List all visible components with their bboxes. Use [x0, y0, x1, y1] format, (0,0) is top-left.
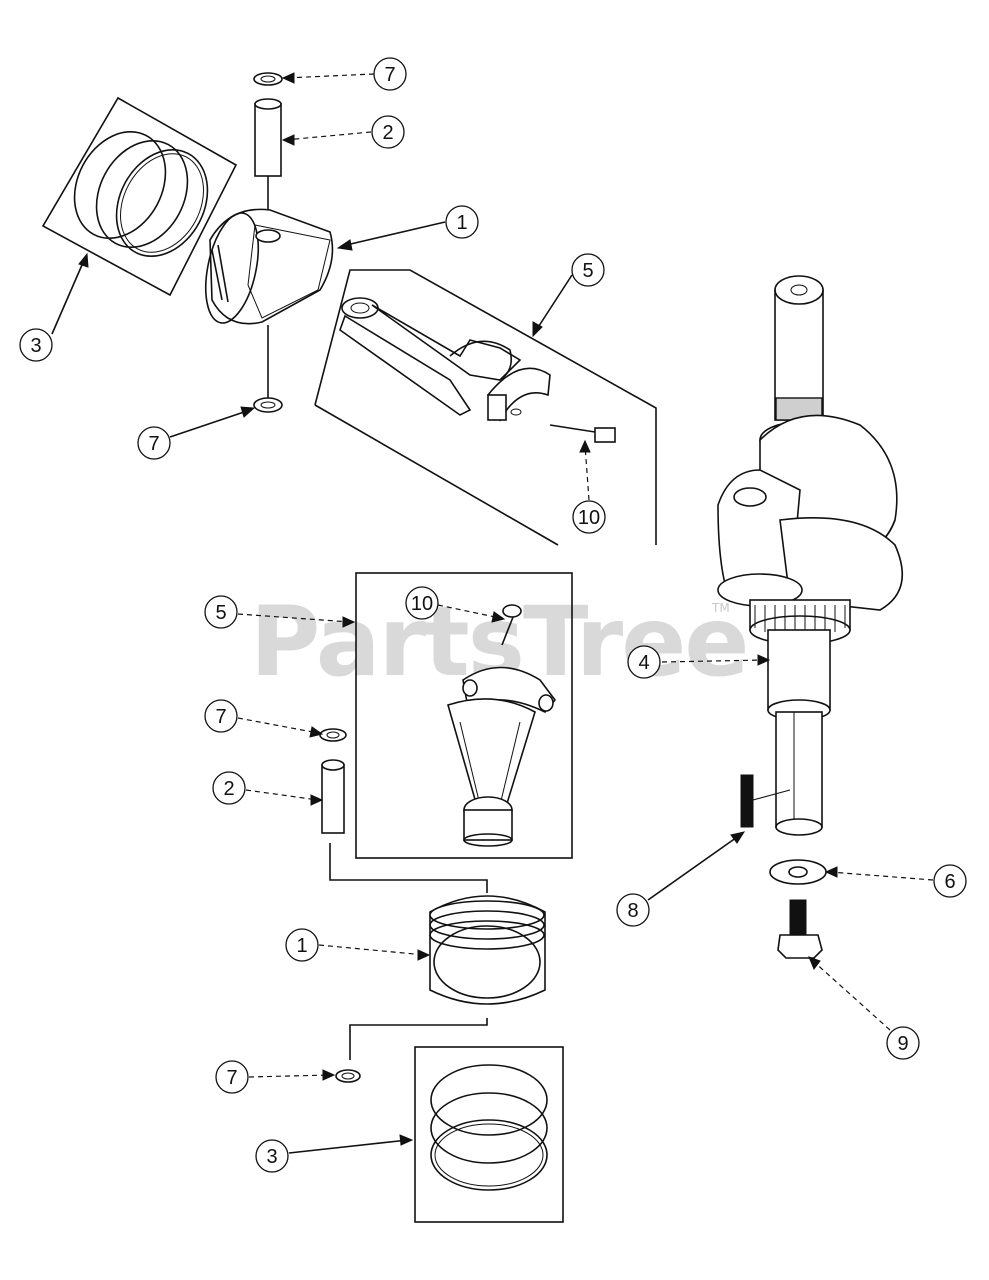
callout-10[interactable]: 10 — [405, 586, 439, 620]
piston-pin-clip-top[interactable] — [253, 72, 283, 86]
callout-1[interactable]: 1 — [285, 928, 319, 962]
callout-number: 10 — [578, 507, 600, 529]
piston-bottom[interactable] — [349, 895, 546, 1060]
callout-number: 8 — [627, 900, 638, 922]
callout-7[interactable]: 7 — [215, 1060, 249, 1094]
callout-circle — [571, 253, 605, 287]
callout-circle — [285, 928, 319, 962]
callout-6[interactable]: 6 — [933, 864, 967, 898]
piston-top[interactable] — [197, 208, 334, 398]
callout-7[interactable]: 7 — [137, 426, 171, 460]
callout-number: 2 — [382, 122, 393, 144]
callout-circle — [405, 586, 439, 620]
callout-number: 2 — [223, 778, 234, 800]
connecting-rod-assembly-bottom[interactable] — [355, 572, 573, 859]
callout-layer: 7 2 1 5 3 7 10 5 10 4 7 2 6 8 1 9 7 3 — [19, 57, 967, 1173]
piston-pin-top[interactable] — [254, 98, 282, 225]
piston-ring-set-top[interactable] — [41, 96, 238, 297]
leader-lines — [51, 72, 934, 1154]
callout-number: 7 — [215, 706, 226, 728]
piston-pin-clip-lower[interactable] — [253, 397, 283, 413]
callout-circle — [255, 1139, 289, 1173]
callout-1[interactable]: 1 — [445, 205, 479, 239]
callout-circle — [627, 645, 661, 679]
callout-9[interactable]: 9 — [886, 1026, 920, 1060]
callout-circle — [204, 595, 238, 629]
callout-number: 4 — [638, 652, 649, 674]
callout-circle — [371, 115, 405, 149]
callout-number: 6 — [944, 871, 955, 893]
callout-number: 5 — [582, 260, 593, 282]
callout-2[interactable]: 2 — [212, 771, 246, 805]
piston-ring-set-bottom[interactable] — [414, 1046, 564, 1223]
piston-pin-clip-bottom[interactable] — [335, 1069, 361, 1083]
callout-number: 1 — [456, 212, 467, 234]
callout-4[interactable]: 4 — [627, 645, 661, 679]
callout-circle — [886, 1026, 920, 1060]
callout-circle — [572, 500, 606, 534]
callout-circle — [212, 771, 246, 805]
callout-number: 7 — [226, 1067, 237, 1089]
callout-10[interactable]: 10 — [572, 500, 606, 534]
crankshaft[interactable] — [717, 275, 903, 836]
callout-7[interactable]: 7 — [204, 699, 238, 733]
callout-5[interactable]: 5 — [571, 253, 605, 287]
callout-circle — [215, 1060, 249, 1094]
callout-circle — [137, 426, 171, 460]
callout-circle — [204, 699, 238, 733]
callout-2[interactable]: 2 — [371, 115, 405, 149]
crankshaft-key[interactable] — [740, 774, 791, 828]
callout-number: 3 — [30, 335, 41, 357]
callout-number: 3 — [266, 1146, 277, 1168]
callout-number: 10 — [411, 593, 433, 615]
piston-pin-clip-middle[interactable] — [319, 728, 347, 742]
callout-number: 5 — [215, 602, 226, 624]
callout-circle — [933, 864, 967, 898]
callout-number: 9 — [897, 1033, 908, 1055]
callout-number: 7 — [148, 433, 159, 455]
callout-circle — [445, 205, 479, 239]
crankshaft-bolt[interactable] — [777, 899, 823, 959]
callout-3[interactable]: 3 — [19, 328, 53, 362]
callout-circle — [616, 893, 650, 927]
callout-3[interactable]: 3 — [255, 1139, 289, 1173]
connecting-rod-assembly-top[interactable] — [314, 269, 657, 546]
callout-5[interactable]: 5 — [204, 595, 238, 629]
watermark-trademark: TM — [711, 601, 730, 615]
callout-number: 7 — [384, 64, 395, 86]
callout-circle — [373, 57, 407, 91]
crankshaft-washer[interactable] — [769, 859, 827, 885]
callout-number: 1 — [296, 935, 307, 957]
callout-7[interactable]: 7 — [373, 57, 407, 91]
piston-pin-bottom[interactable] — [321, 759, 488, 893]
callout-8[interactable]: 8 — [616, 893, 650, 927]
callout-circle — [19, 328, 53, 362]
